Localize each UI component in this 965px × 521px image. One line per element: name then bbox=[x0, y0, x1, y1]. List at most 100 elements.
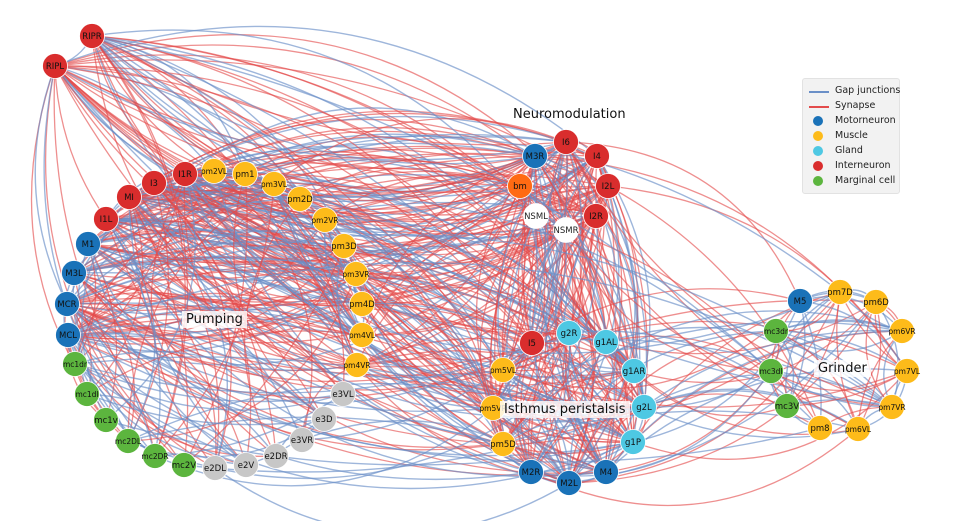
synapse-edge bbox=[66, 303, 504, 451]
synapse-edge bbox=[355, 273, 634, 443]
gap-junction-edge bbox=[54, 65, 215, 172]
synapse-edge bbox=[865, 301, 893, 408]
node-mc1dl: mc1dl bbox=[74, 381, 100, 407]
node-label: mc3V bbox=[775, 402, 799, 412]
node-circle bbox=[620, 429, 646, 455]
gap-junction-edge bbox=[128, 196, 841, 355]
synapse-edge bbox=[355, 215, 537, 280]
node-circle bbox=[202, 455, 228, 481]
gap-junction-edge bbox=[67, 332, 325, 420]
node-label: RIPR bbox=[82, 32, 102, 42]
synapse-edge bbox=[565, 141, 801, 302]
synapse-edge bbox=[534, 155, 607, 343]
node-label: e3VR bbox=[291, 436, 313, 446]
node-circle bbox=[287, 186, 313, 212]
node-g2l: g2L bbox=[631, 394, 657, 420]
node-label: pm2VL bbox=[201, 167, 228, 176]
node-pm2vl: pm2VL bbox=[201, 158, 228, 184]
node-pm6d: pm6D bbox=[863, 289, 889, 315]
node-label: mc3dr bbox=[764, 327, 789, 336]
node-label: e2V bbox=[238, 461, 255, 471]
node-circle bbox=[519, 330, 545, 356]
node-nsml: NSML bbox=[523, 203, 549, 229]
legend-label: Muscle bbox=[835, 130, 868, 141]
gap-junction-edge bbox=[529, 229, 567, 344]
node-label: mc3dl bbox=[759, 367, 782, 376]
node-mcr: MCR bbox=[54, 291, 80, 317]
synapse-edge bbox=[502, 299, 877, 371]
node-circle bbox=[172, 161, 198, 187]
gap-junction-edge bbox=[273, 183, 570, 484]
gap-junction-edge bbox=[73, 136, 567, 274]
node-circle bbox=[142, 443, 168, 469]
node-circle bbox=[263, 443, 289, 469]
region-label-isthmus: Isthmus peristalsis bbox=[500, 401, 630, 418]
synapse-edge bbox=[633, 370, 788, 417]
synapse-edge bbox=[356, 364, 504, 445]
node-circle bbox=[74, 381, 100, 407]
synapse-edge bbox=[770, 370, 908, 391]
motorneuron-swatch bbox=[813, 116, 823, 126]
synapse-edge bbox=[530, 341, 607, 473]
node-m2l: M2L bbox=[556, 470, 582, 496]
node-label: mc2DL bbox=[115, 437, 142, 446]
gap-junction-edge bbox=[336, 245, 358, 366]
node-mc1dr: mc1dr bbox=[62, 351, 88, 377]
gap-junction-edge bbox=[530, 155, 620, 473]
gap-junction-edge bbox=[492, 321, 903, 409]
node-circle bbox=[343, 261, 369, 287]
gap-junction-edge bbox=[361, 302, 533, 344]
synapse-edge bbox=[54, 65, 536, 170]
legend-label: Motorneuron bbox=[835, 115, 896, 126]
node-circle bbox=[490, 431, 516, 457]
node-label: g2R bbox=[561, 329, 578, 339]
synapse-edge bbox=[66, 218, 567, 305]
synapse-edge bbox=[273, 117, 567, 185]
synapse-edge bbox=[582, 155, 607, 343]
synapse-edge bbox=[489, 215, 537, 409]
node-pm4vl: pm4VL bbox=[349, 322, 376, 348]
node-pm5d: pm5D bbox=[490, 431, 516, 457]
node-circle bbox=[349, 291, 375, 317]
synapse-edge bbox=[91, 35, 567, 146]
node-e3vr: e3VR bbox=[289, 427, 315, 453]
node-label: M3R bbox=[526, 152, 545, 162]
node-g2r: g2R bbox=[556, 320, 582, 346]
node-label: MCR bbox=[57, 300, 76, 310]
node-circle bbox=[758, 358, 784, 384]
node-label: pm6D bbox=[863, 298, 889, 308]
node-circle bbox=[330, 381, 356, 407]
node-mcl: MCL bbox=[55, 322, 81, 348]
node-label: g1P bbox=[625, 438, 641, 448]
node-label: I1L bbox=[100, 215, 113, 225]
gap-junction-edge bbox=[74, 363, 344, 403]
node-circle bbox=[55, 322, 81, 348]
node-circle bbox=[289, 427, 315, 453]
gap-junction-swatch bbox=[809, 91, 829, 93]
node-e2dr: e2DR bbox=[263, 443, 289, 469]
node-m2r: M2R bbox=[518, 459, 544, 485]
node-circle bbox=[349, 322, 375, 348]
node-g1p: g1P bbox=[620, 429, 646, 455]
node-circle bbox=[61, 260, 87, 286]
node-label: M2L bbox=[560, 479, 578, 489]
node-mc3dl: mc3dl bbox=[758, 358, 784, 384]
synapse-edge bbox=[73, 272, 216, 469]
synapse-edge bbox=[568, 332, 634, 443]
node-circle bbox=[116, 184, 142, 210]
gland-swatch bbox=[813, 146, 823, 156]
node-mc2dl: mc2DL bbox=[115, 428, 142, 454]
node-e3vl: e3VL bbox=[330, 381, 356, 407]
synapse-edge bbox=[67, 317, 570, 484]
gap-junction-edge bbox=[535, 229, 570, 484]
node-e2dl: e2DL bbox=[202, 455, 228, 481]
node-label: I5 bbox=[528, 339, 536, 349]
gap-junction-edge bbox=[214, 467, 570, 521]
node-label: pm6VL bbox=[845, 425, 872, 434]
node-label: pm7D bbox=[827, 288, 853, 298]
node-circle bbox=[115, 428, 141, 454]
node-circle bbox=[522, 143, 548, 169]
node-m3r: M3R bbox=[522, 143, 548, 169]
node-pm3vl: pm3VL bbox=[261, 171, 288, 197]
